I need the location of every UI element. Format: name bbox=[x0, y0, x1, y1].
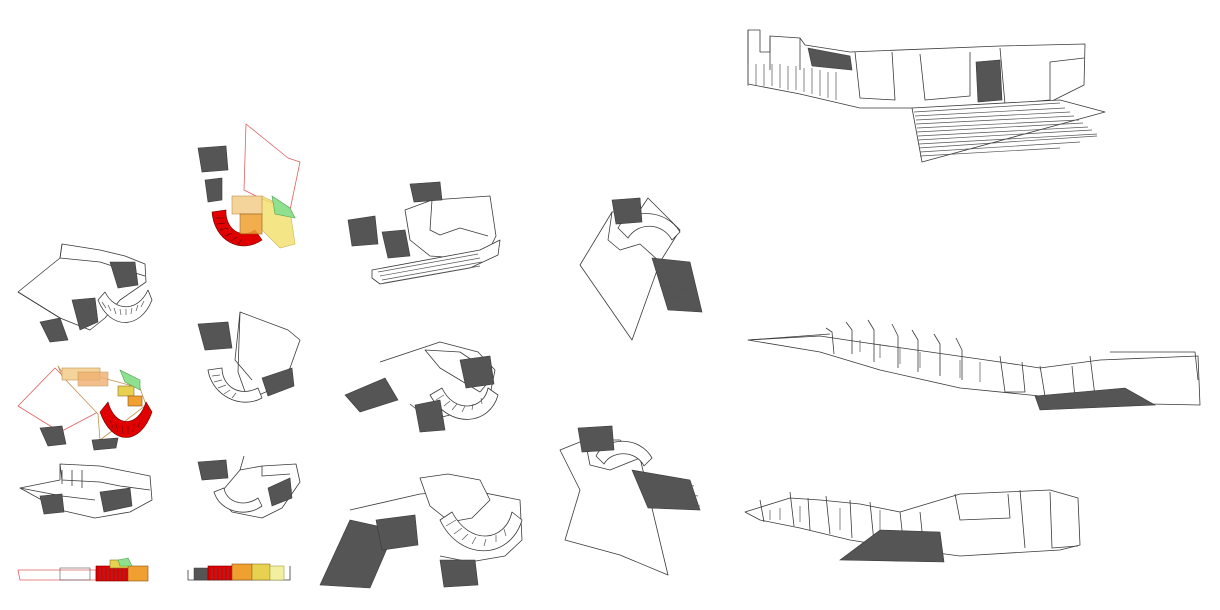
view-iso-10 bbox=[579, 197, 703, 341]
view-iso-6 bbox=[197, 455, 301, 519]
view-persp-2 bbox=[747, 319, 1201, 411]
view-iso-3 bbox=[19, 463, 153, 519]
view-iso-9 bbox=[319, 473, 523, 589]
view-persp-3 bbox=[744, 489, 1081, 563]
view-iso-2 bbox=[17, 365, 153, 451]
view-iso-7 bbox=[347, 181, 501, 285]
view-persp-1 bbox=[747, 29, 1106, 163]
view-iso-4 bbox=[197, 123, 301, 249]
view-iso-11 bbox=[559, 425, 701, 576]
view-elev-small-1 bbox=[17, 557, 149, 582]
view-iso-5 bbox=[197, 311, 301, 403]
view-iso-8 bbox=[344, 341, 499, 433]
view-elev-small-2 bbox=[187, 563, 291, 581]
view-iso-1 bbox=[17, 243, 153, 343]
